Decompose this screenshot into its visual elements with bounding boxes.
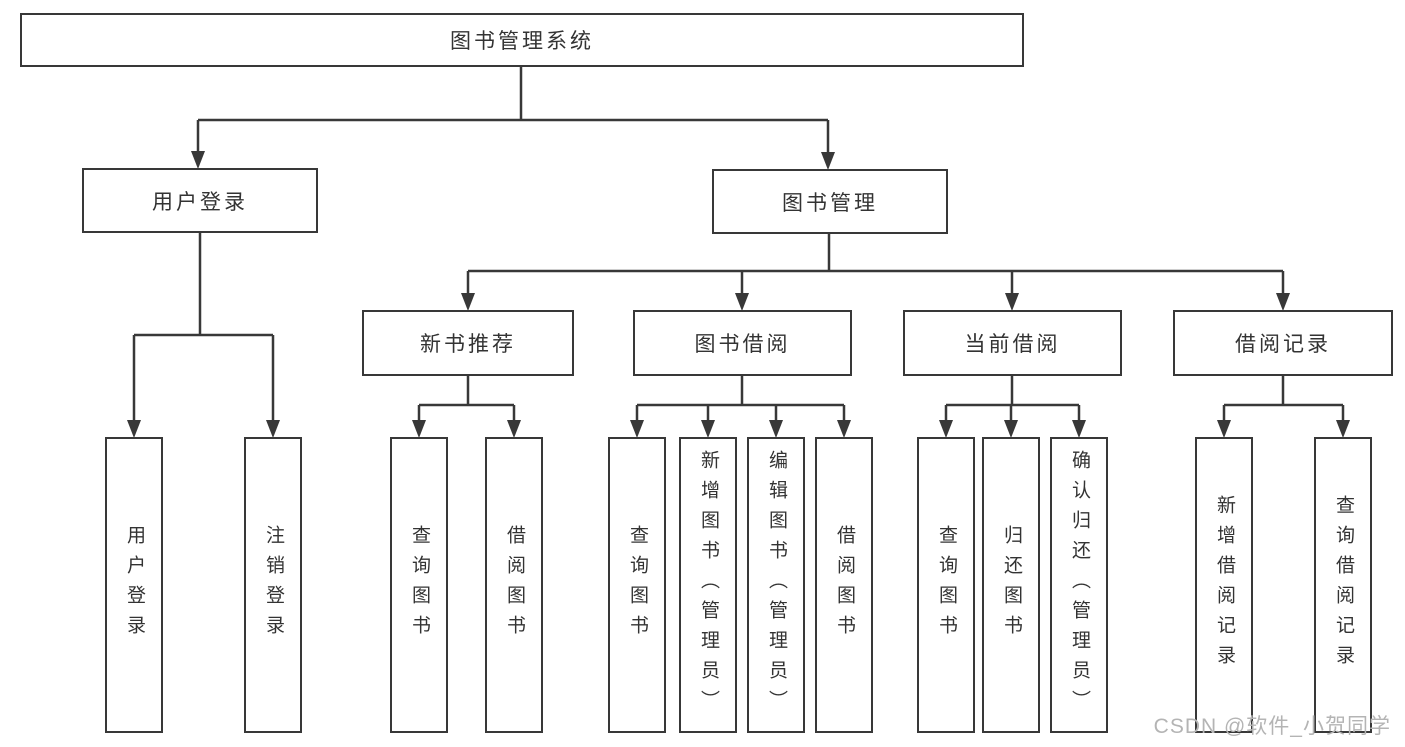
leaf-query-books-borrow: 查询图书	[608, 437, 666, 733]
leaf-borrow-books: 借阅图书	[815, 437, 873, 733]
leaf-query-books-current: 查询图书	[917, 437, 975, 733]
leaf-logout: 注销登录	[244, 437, 302, 733]
node-user-login: 用户登录	[82, 168, 318, 233]
leaf-return-books: 归还图书	[982, 437, 1040, 733]
node-book-management: 图书管理	[712, 169, 948, 234]
node-label: 借阅图书	[504, 525, 525, 645]
node-label: 查询图书	[409, 525, 430, 645]
node-label: 用户登录	[152, 190, 248, 214]
leaf-query-books-recommend: 查询图书	[390, 437, 448, 733]
node-label: 注销登录	[263, 525, 284, 645]
node-label: 新书推荐	[420, 333, 516, 356]
leaf-edit-books-admin: 编辑图书（管理员）	[747, 437, 805, 733]
leaf-borrow-books-recommend: 借阅图书	[485, 437, 543, 733]
node-label: 借阅图书	[834, 525, 855, 645]
node-label: 归还图书	[1001, 525, 1022, 645]
node-book-borrowing: 图书借阅	[633, 310, 852, 376]
node-label: 当前借阅	[964, 333, 1061, 356]
csdn-watermark: CSDN @软件_小贺同学	[1153, 715, 1391, 738]
node-label: 用户登录	[124, 525, 145, 645]
leaf-query-borrow-record: 查询借阅记录	[1314, 437, 1372, 733]
leaf-confirm-return-admin: 确认归还（管理员）	[1050, 437, 1108, 733]
node-label: 图书管理	[782, 191, 878, 215]
node-label: 新增图书（管理员）	[698, 450, 719, 720]
node-label: 查询图书	[627, 525, 648, 645]
leaf-add-books-admin: 新增图书（管理员）	[679, 437, 737, 733]
node-label: 编辑图书（管理员）	[766, 450, 787, 720]
node-library-management-system: 图书管理系统	[20, 13, 1024, 67]
node-borrowing-records: 借阅记录	[1173, 310, 1393, 376]
node-label: 新增借阅记录	[1214, 495, 1235, 675]
node-label: 图书借阅	[694, 333, 791, 356]
leaf-user-login: 用户登录	[105, 437, 163, 733]
node-label: 查询借阅记录	[1333, 495, 1354, 675]
node-new-book-recommend: 新书推荐	[362, 310, 574, 376]
node-current-borrowing: 当前借阅	[903, 310, 1122, 376]
node-label: 确认归还（管理员）	[1069, 450, 1090, 720]
node-label: 图书管理系统	[450, 30, 594, 53]
node-label: 借阅记录	[1235, 333, 1331, 356]
node-label: 查询图书	[936, 525, 957, 645]
leaf-add-borrow-record: 新增借阅记录	[1195, 437, 1253, 733]
